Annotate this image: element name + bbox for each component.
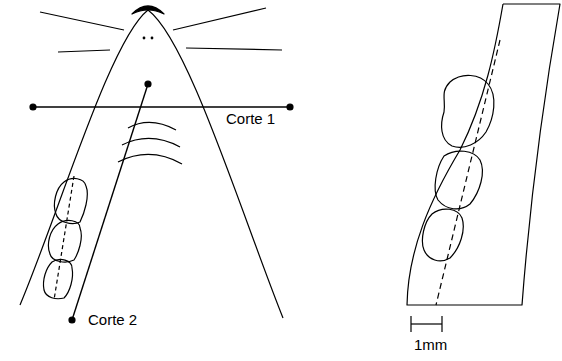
arc bbox=[122, 138, 180, 147]
tooth bbox=[54, 179, 87, 224]
tooth-axis bbox=[436, 40, 500, 305]
section-end bbox=[145, 81, 151, 87]
section-end bbox=[69, 317, 75, 323]
section-end bbox=[30, 104, 36, 110]
ray bbox=[173, 8, 266, 30]
arc bbox=[128, 122, 176, 130]
arc bbox=[118, 154, 182, 164]
apex-crescent bbox=[132, 6, 164, 14]
section-label: Corte 2 bbox=[86, 311, 139, 328]
tooth bbox=[442, 75, 494, 147]
section-end bbox=[287, 104, 293, 110]
dimension-line bbox=[411, 323, 442, 324]
dimension-label: 1mm bbox=[412, 336, 449, 353]
tooth bbox=[435, 151, 482, 209]
ray bbox=[186, 48, 282, 50]
section-line bbox=[33, 106, 290, 108]
section-label: Corte 1 bbox=[224, 110, 277, 127]
tooth-axis bbox=[54, 176, 74, 300]
tooth bbox=[48, 221, 81, 262]
section-outline bbox=[407, 4, 560, 305]
dental-arch bbox=[20, 10, 283, 318]
dot bbox=[151, 37, 153, 39]
section-line bbox=[72, 84, 148, 320]
ray bbox=[58, 50, 110, 52]
ray bbox=[40, 12, 124, 30]
tooth bbox=[43, 260, 72, 299]
dot bbox=[143, 37, 145, 39]
